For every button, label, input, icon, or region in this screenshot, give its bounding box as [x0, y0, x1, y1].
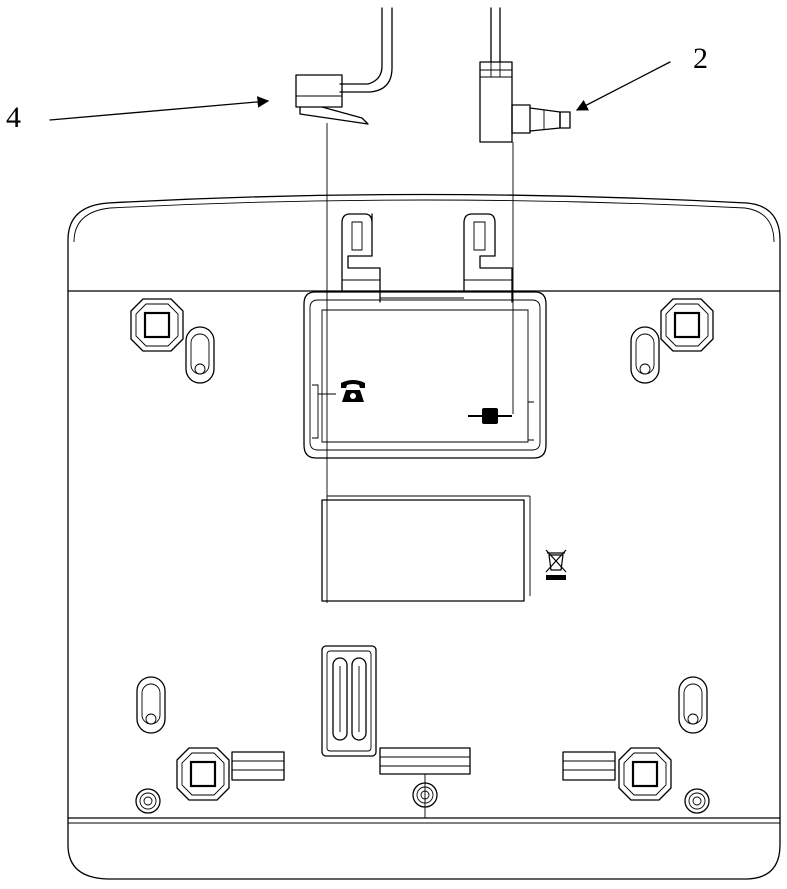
stand-slots [321, 645, 377, 757]
mount-keyhole-bottom-left [136, 676, 166, 734]
arrow-to-handset-plug [49, 96, 270, 121]
callout-number-2: 2 [693, 42, 708, 75]
foot-bottom-left [175, 746, 231, 802]
power-adapter-plug [479, 7, 571, 143]
callout-number-4: 4 [6, 101, 21, 134]
clip-block-left [231, 751, 285, 781]
mount-keyhole-top-right [630, 326, 660, 384]
telephone-handset-icon [341, 380, 365, 402]
crossed-out-wheelie-bin-icon [545, 549, 567, 580]
power-plug-icon [468, 408, 512, 424]
mount-keyhole-top-left [185, 326, 215, 384]
foot-top-left [129, 297, 185, 353]
label-area [321, 495, 531, 602]
screw-right [684, 788, 710, 814]
foot-top-right [659, 297, 715, 353]
clip-block-right [562, 751, 616, 781]
mount-keyhole-bottom-right [678, 676, 708, 734]
handset-cord-plug [295, 7, 393, 125]
phone-base-body [67, 193, 781, 880]
screw-left [135, 788, 161, 814]
foot-bottom-right [617, 746, 673, 802]
arrow-to-power-plug [575, 61, 671, 111]
clip-block-center [379, 747, 471, 775]
cable-recess [303, 213, 547, 459]
